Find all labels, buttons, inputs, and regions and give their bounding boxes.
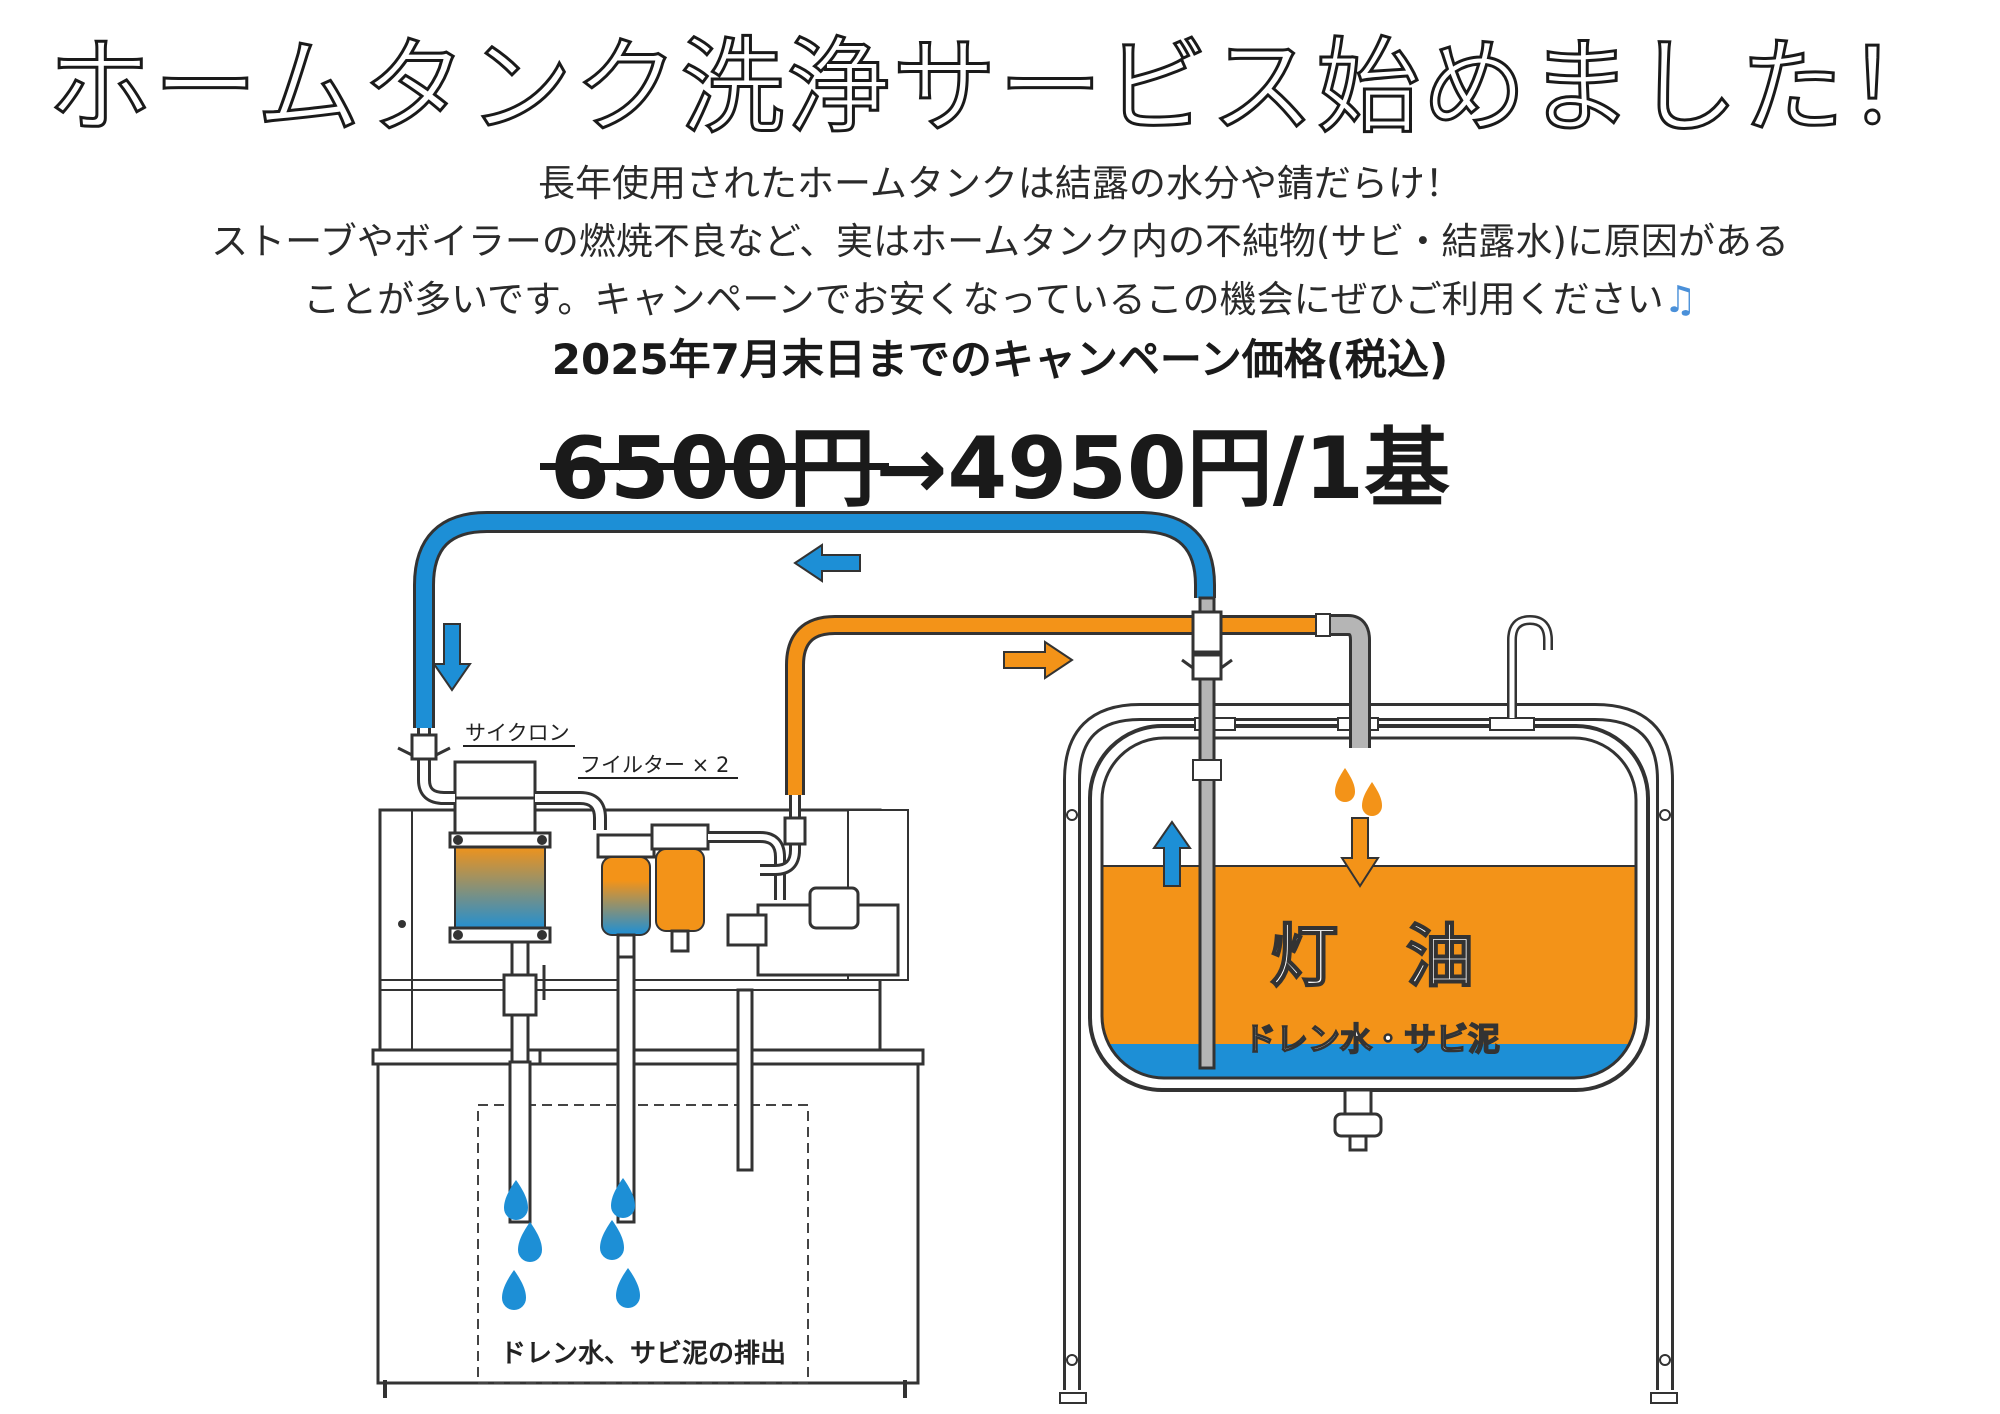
oil-drop-icon bbox=[1335, 768, 1355, 802]
kerosene-label: 灯 油 bbox=[1270, 918, 1474, 997]
music-note-icon: ♫ bbox=[1663, 278, 1697, 321]
intro-line-3-text: ことが多いです。キャンペーンでお安くなっているこの機会にぜひご利用ください bbox=[303, 278, 1664, 321]
strikethrough-line bbox=[539, 463, 890, 470]
inlet-valve bbox=[410, 733, 438, 761]
cleaning-machine bbox=[371, 760, 925, 1398]
kerosene-layer bbox=[1102, 866, 1636, 1044]
suction-valve bbox=[1191, 610, 1223, 654]
filter-2-head bbox=[650, 823, 710, 851]
price-line: 6500円→4950円/1基 bbox=[0, 398, 2000, 523]
cyclone-drain-valve bbox=[502, 973, 538, 1017]
drain-label: ドレン水、サビ泥の排出 bbox=[500, 1339, 786, 1369]
intro-text: 長年使用されたホームタンクは結露の水分や錆だらけ！ ストーブやボイラーの燃焼不良… bbox=[0, 155, 2000, 329]
filter-1-head bbox=[596, 833, 656, 859]
water-drop-icon bbox=[611, 1178, 635, 1218]
flow-arrows bbox=[432, 543, 1074, 692]
water-drops bbox=[502, 1178, 640, 1310]
oil-drop-icon bbox=[1362, 782, 1382, 816]
machine-base bbox=[376, 1053, 920, 1385]
water-drop-icon bbox=[600, 1220, 624, 1260]
machine-top-plate bbox=[371, 1048, 925, 1066]
filter-1-bowl bbox=[601, 856, 651, 936]
arrow-right-icon bbox=[1003, 640, 1074, 680]
water-drop-icon bbox=[504, 1180, 528, 1220]
filter-drain-pipe bbox=[616, 955, 636, 1224]
drain-compartment bbox=[477, 1104, 809, 1384]
suction-pipe bbox=[1198, 596, 1216, 1070]
water-drop-icon bbox=[502, 1270, 526, 1310]
arrow-left-icon bbox=[793, 543, 861, 583]
intro-line-2: ストーブやボイラーの燃焼不良など、実はホームタンク内の不純物(サビ・結露水)に原… bbox=[211, 220, 1789, 263]
arrow-down-oil-icon bbox=[1340, 817, 1380, 888]
new-price: 4950円/1基 bbox=[947, 419, 1451, 519]
arrow-up-icon bbox=[1152, 820, 1192, 887]
pump-pipe bbox=[736, 988, 754, 1172]
cyclone-label: サイクロン bbox=[465, 721, 570, 745]
sludge-label: ドレン水・サビ泥 bbox=[1244, 1020, 1500, 1058]
oil-drops bbox=[1335, 768, 1382, 816]
arrow-down-icon bbox=[432, 623, 472, 692]
filter-2-bowl bbox=[655, 848, 705, 932]
sludge-layer bbox=[1102, 1044, 1636, 1078]
cyclone-top bbox=[453, 760, 537, 800]
pump-motor bbox=[808, 886, 860, 930]
cyclone-body bbox=[454, 844, 546, 932]
old-price: 6500円 bbox=[539, 398, 890, 523]
filter-label: フイルター × 2 bbox=[580, 753, 729, 777]
water-drop-icon bbox=[616, 1268, 640, 1308]
intro-line-3: ことが多いです。キャンペーンでお安くなっているこの機会にぜひご利用ください♫ bbox=[0, 271, 2000, 329]
water-drop-icon bbox=[518, 1222, 542, 1262]
page-headline: ホームタンク洗浄サービス始めました！ bbox=[46, 26, 1953, 148]
intro-line-1: 長年使用されたホームタンクは結露の水分や錆だらけ！ bbox=[538, 162, 1462, 205]
campaign-label: 2025年7月末日までのキャンペーン価格(税込) bbox=[551, 335, 1449, 384]
